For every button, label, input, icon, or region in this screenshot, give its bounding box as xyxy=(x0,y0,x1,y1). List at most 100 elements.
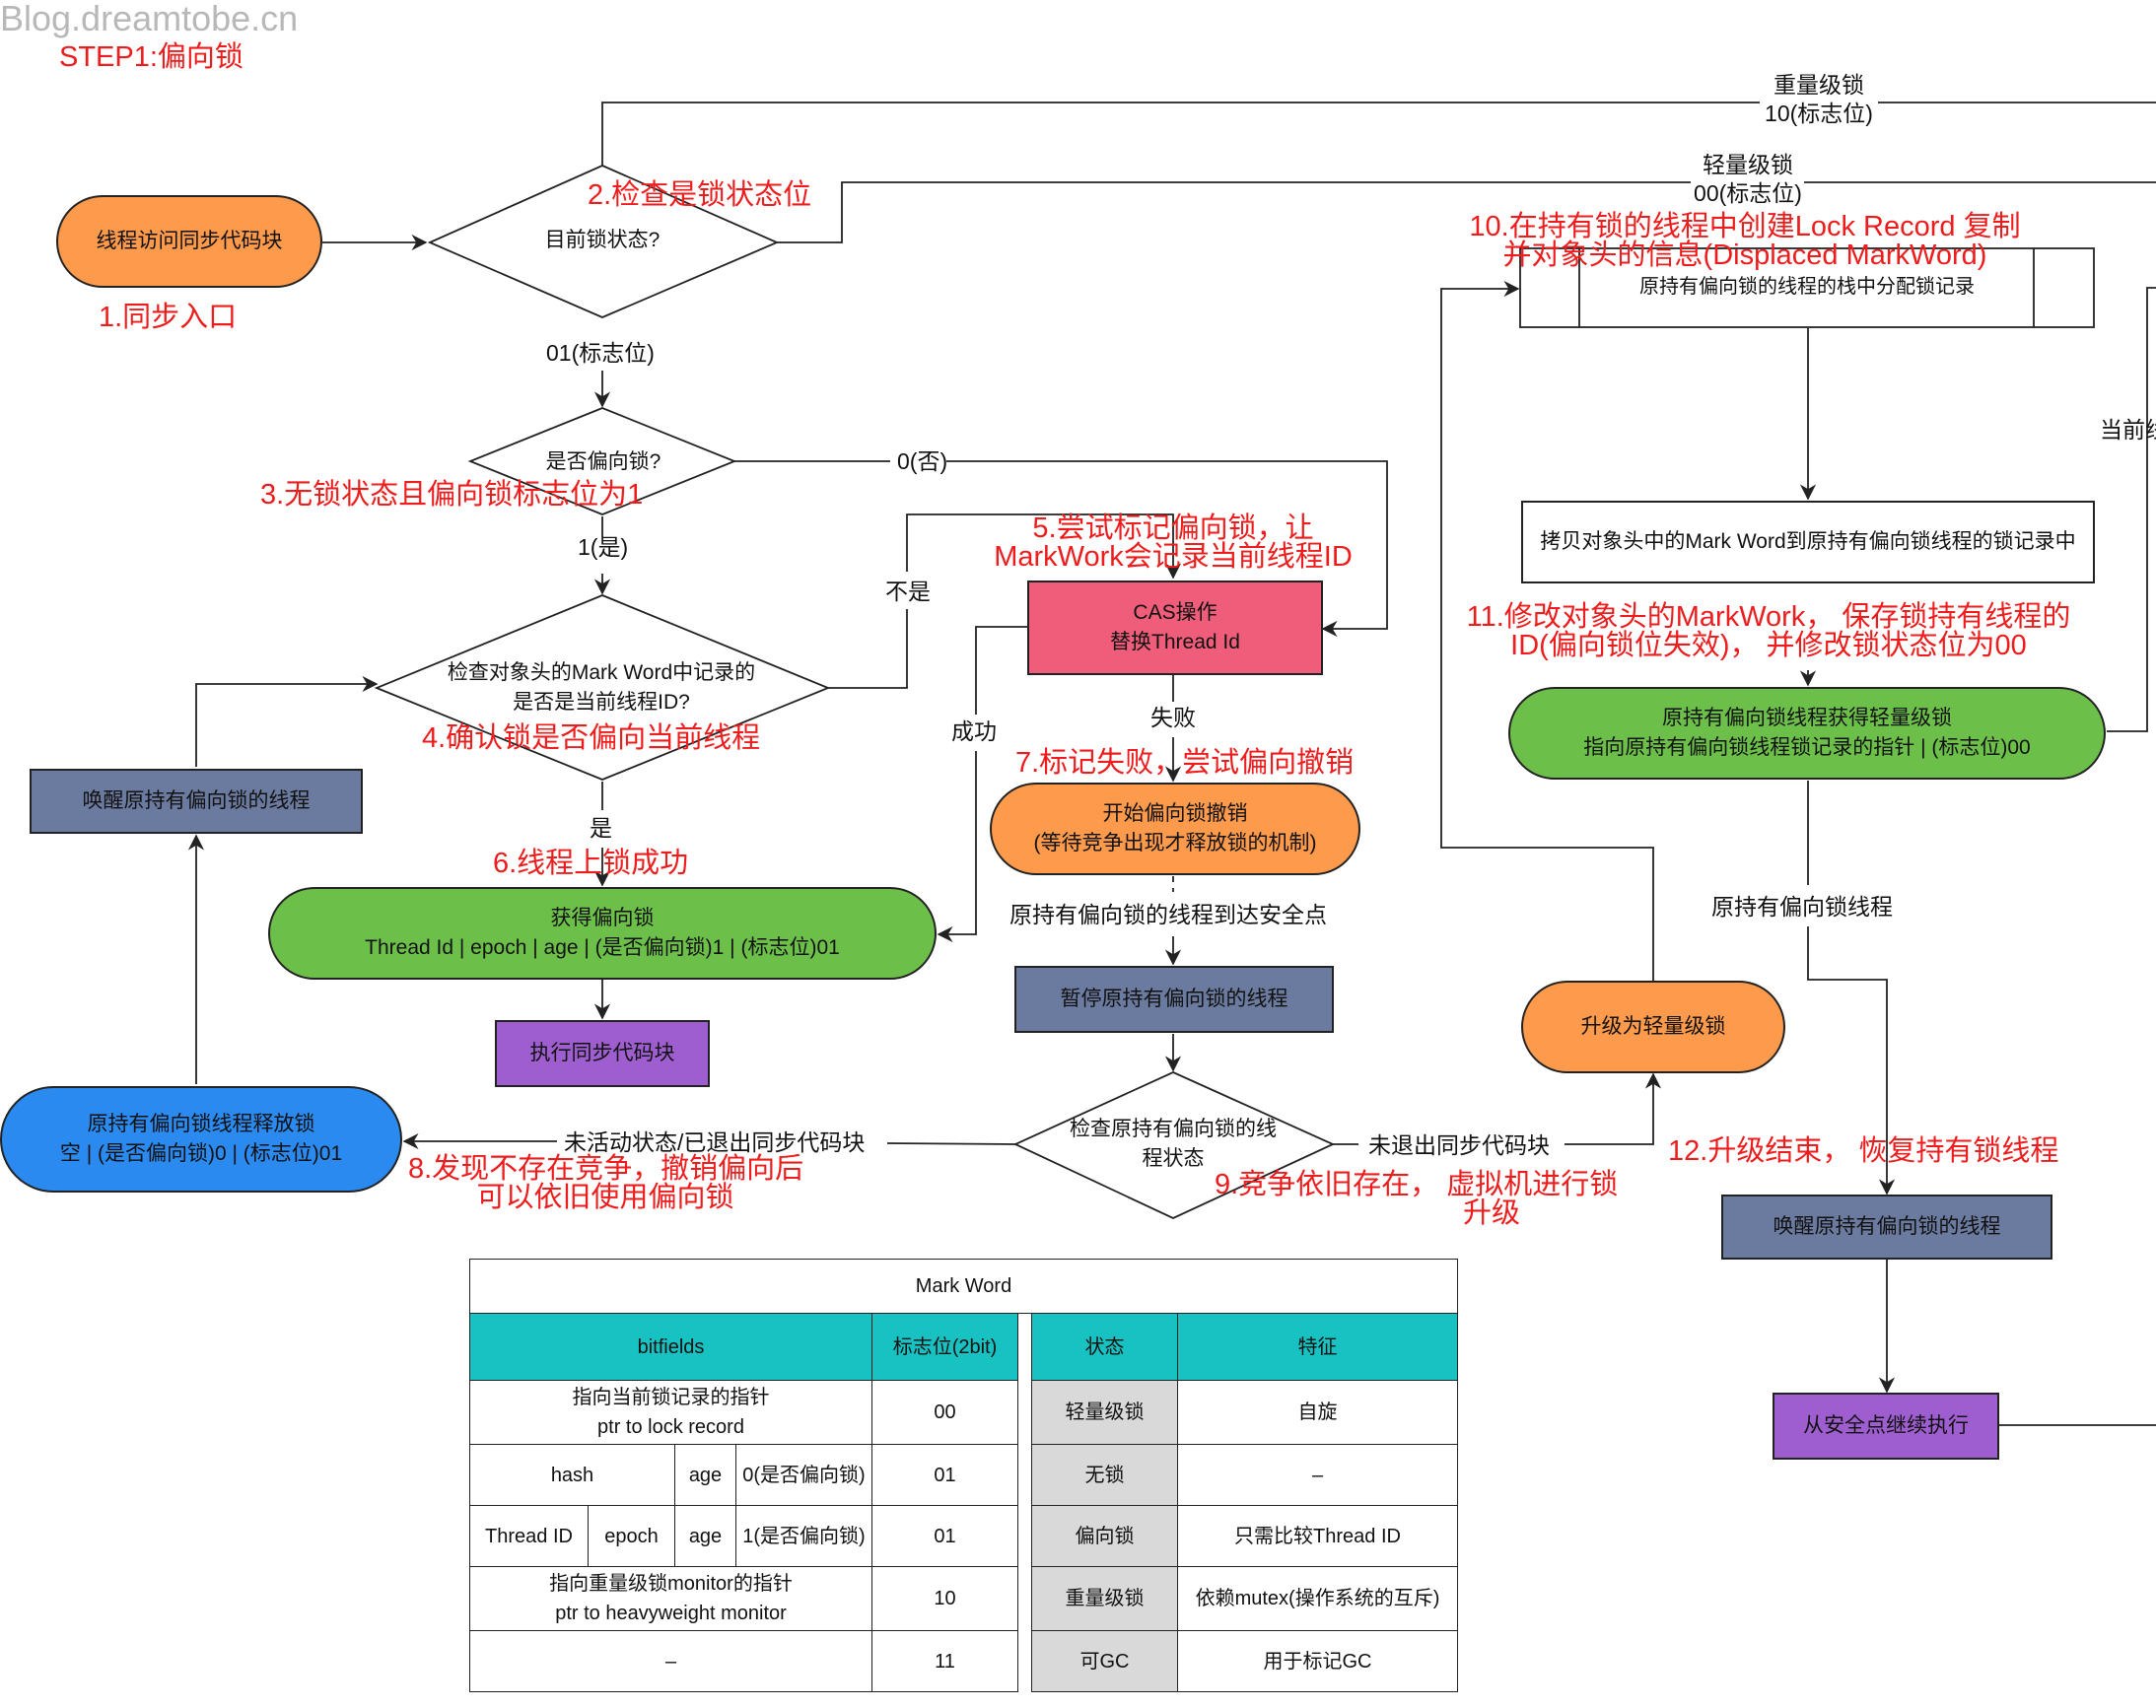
wake-owner-left-label: 唤醒原持有偏向锁的线程 xyxy=(82,788,311,812)
row3-age: age xyxy=(674,1505,736,1567)
annotation-11-line2: ID(偏向锁位失效)， 并修改锁状态位为00 xyxy=(1510,630,2027,661)
cas-node-line1: CAS操作 xyxy=(1133,600,1217,624)
not-label: 不是 xyxy=(885,579,931,604)
row5-state: 可GC xyxy=(1031,1630,1178,1692)
row3-flag: 01 xyxy=(871,1505,1018,1567)
success-label: 成功 xyxy=(951,718,997,744)
table-row: – 11 可GC 用于标记GC xyxy=(469,1630,1458,1692)
annotation-8-line1: 8.发现不存在竞争，撤销偏向后 xyxy=(408,1153,804,1185)
annotation-5-line2: MarkWork会记录当前线程ID xyxy=(994,541,1353,573)
no-label: 0(否) xyxy=(897,448,948,474)
annotation-10-line1: 10.在持有锁的线程中创建Lock Record 复制 xyxy=(1469,211,2021,242)
owner-release-node: 原持有偏向锁线程释放锁 空 | (是否偏向锁)0 | (标志位)01 xyxy=(0,1086,402,1193)
table-gap xyxy=(1017,1444,1032,1506)
annotation-8: 8.发现不存在竞争，撤销偏向后 可以依旧使用偏向锁 xyxy=(408,1153,804,1213)
owner-state-diamond xyxy=(1012,1071,1336,1219)
start-revoke-line1: 开始偏向锁撤销 xyxy=(1102,801,1248,825)
start-revoke-node: 开始偏向锁撤销 (等待竞争出现才释放锁的机制) xyxy=(990,783,1360,875)
annotation-10: 10.在持有锁的线程中创建Lock Record 复制 并对象头的信息(Disp… xyxy=(1449,213,2041,270)
copy-mark-word-label: 拷贝对象头中的Mark Word到原持有偏向锁线程的锁记录中 xyxy=(1540,529,2076,553)
row2-state: 无锁 xyxy=(1031,1444,1178,1506)
row2-flag: 01 xyxy=(871,1444,1018,1506)
yes-label: 是 xyxy=(590,815,612,841)
mark-word-table: Mark Word bitfields 标志位(2bit) 状态 特征 指向当前… xyxy=(469,1259,1458,1692)
table-gap xyxy=(1017,1313,1032,1381)
pause-owner-node: 暂停原持有偏向锁的线程 xyxy=(1014,966,1334,1033)
row1-flag: 00 xyxy=(871,1380,1018,1445)
not-exited-label: 未退出同步代码块 xyxy=(1368,1132,1550,1158)
row3-thread-id: Thread ID xyxy=(469,1505,589,1567)
table-row: Thread ID epoch age 1(是否偏向锁) 01 偏向锁 只需比较… xyxy=(469,1505,1458,1567)
annotation-9-line2: 升级 xyxy=(1462,1197,1520,1229)
owner-thread-label: 原持有偏向锁线程 xyxy=(1711,894,1893,920)
flag-01-label: 01(标志位) xyxy=(546,340,655,366)
row3-feature: 只需比较Thread ID xyxy=(1177,1505,1458,1567)
header-state: 状态 xyxy=(1031,1313,1178,1381)
header-feature: 特征 xyxy=(1177,1313,1458,1381)
exec-sync-label: 执行同步代码块 xyxy=(529,1041,675,1064)
thread-id-question-line1: 检查对象头的Mark Word中记录的 xyxy=(447,661,756,684)
annotation-9-line1: 9.竞争依旧存在， 虚拟机进行锁 xyxy=(1215,1169,1619,1200)
row4-bits: 指向重量级锁monitor的指针 ptr to heavyweight moni… xyxy=(469,1566,872,1631)
owner-release-line2: 空 | (是否偏向锁)0 | (标志位)01 xyxy=(59,1142,343,1165)
owner-gets-light-line2: 指向原持有偏向锁线程锁记录的指针 | (标志位)00 xyxy=(1583,736,2031,759)
heavy-lock-line1: 重量级锁 xyxy=(1773,72,1864,98)
lock-state-diamond xyxy=(427,165,780,318)
annotation-6: 6.线程上锁成功 xyxy=(493,848,689,879)
exec-sync-node: 执行同步代码块 xyxy=(495,1020,710,1087)
entry-node: 线程访问同步代码块 xyxy=(56,195,322,288)
owner-state-question: 检查原持有偏向锁的线 程状态 xyxy=(1055,1115,1291,1175)
pause-owner-label: 暂停原持有偏向锁的线程 xyxy=(1060,987,1288,1010)
row2-age: age xyxy=(674,1444,736,1506)
row2-feature: – xyxy=(1177,1444,1458,1506)
is-biased-question: 是否偏向锁? xyxy=(545,450,661,473)
owner-state-question-line2: 程状态 xyxy=(1142,1147,1205,1171)
owner-gets-light-node: 原持有偏向锁线程获得轻量级锁 指向原持有偏向锁线程锁记录的指针 | (标志位)0… xyxy=(1508,687,2106,780)
annotation-9: 9.竞争依旧存在， 虚拟机进行锁 升级 xyxy=(1215,1171,1638,1228)
alloc-lock-record-label: 原持有偏向锁的线程的栈中分配锁记录 xyxy=(1639,276,1975,298)
row4-state: 重量级锁 xyxy=(1031,1566,1178,1631)
row1-bits: 指向当前锁记录的指针 ptr to lock record xyxy=(469,1380,872,1445)
row2-hash: hash xyxy=(469,1444,675,1506)
light-lock-line1: 轻量级锁 xyxy=(1703,152,1793,177)
yes-1-label: 1(是) xyxy=(578,534,629,560)
owner-gets-light-line1: 原持有偏向锁线程获得轻量级锁 xyxy=(1662,706,1952,729)
watermark: Blog.dreamtobe.cn xyxy=(0,0,299,38)
acquire-biased-line2: Thread Id | epoch | age | (是否偏向锁)1 | (标志… xyxy=(365,936,840,959)
annotation-5: 5.尝试标记偏向锁，让 MarkWork会记录当前线程ID xyxy=(937,514,1410,572)
mark-word-title: Mark Word xyxy=(469,1259,1458,1314)
lock-state-question: 目前锁状态? xyxy=(544,229,661,251)
annotation-8-line2: 可以依旧使用偏向锁 xyxy=(476,1182,734,1213)
row4-feature: 依赖mutex(操作系统的互斥) xyxy=(1177,1566,1458,1631)
thread-id-question-line2: 是否是当前线程ID? xyxy=(513,691,690,715)
table-row: 指向当前锁记录的指针 ptr to lock record 00 轻量级锁 自旋 xyxy=(469,1380,1458,1445)
table-row: hash age 0(是否偏向锁) 01 无锁 – xyxy=(469,1444,1458,1506)
row3-state: 偏向锁 xyxy=(1031,1505,1178,1567)
cas-node: CAS操作 替换Thread Id xyxy=(1027,581,1323,675)
wake-owner-right-label: 唤醒原持有偏向锁的线程 xyxy=(1773,1214,2001,1238)
table-gap xyxy=(1017,1630,1032,1692)
row5-feature: 用于标记GC xyxy=(1177,1630,1458,1692)
heavy-lock-line2: 10(标志位) xyxy=(1765,100,1873,126)
table-gap xyxy=(1017,1566,1032,1631)
heavy-lock-label: 重量级锁 10(标志位) xyxy=(1765,71,1873,128)
annotation-5-line1: 5.尝试标记偏向锁，让 xyxy=(1032,512,1314,544)
thread-id-question: 检查对象头的Mark Word中记录的 是否是当前线程ID? xyxy=(404,658,799,718)
row4-bits-line1: 指向重量级锁monitor的指针 xyxy=(549,1573,793,1595)
row4-bits-line2: ptr to heavyweight monitor xyxy=(555,1603,787,1624)
owner-release-line1: 原持有偏向锁线程释放锁 xyxy=(87,1112,315,1135)
row1-bits-line2: ptr to lock record xyxy=(597,1416,744,1438)
header-bitfields: bitfields xyxy=(469,1313,872,1381)
annotation-1: 1.同步入口 xyxy=(99,302,238,333)
resume-safepoint-label: 从安全点继续执行 xyxy=(1803,1413,1969,1437)
row4-flag: 10 xyxy=(871,1566,1018,1631)
step-title: STEP1:偏向锁 xyxy=(59,41,243,73)
row3-epoch: epoch xyxy=(588,1505,675,1567)
inactive-label: 未活动状态/已退出同步代码块 xyxy=(564,1129,866,1155)
row1-state: 轻量级锁 xyxy=(1031,1380,1178,1445)
start-revoke-line2: (等待竞争出现才释放锁的机制) xyxy=(1033,832,1317,854)
annotation-12: 12.升级结束， 恢复持有锁线程 xyxy=(1668,1135,2059,1167)
upgrade-light-node: 升级为轻量级锁 xyxy=(1521,981,1785,1073)
annotation-11-line1: 11.修改对象头的MarkWork， 保存锁持有线程的 xyxy=(1466,601,2071,633)
